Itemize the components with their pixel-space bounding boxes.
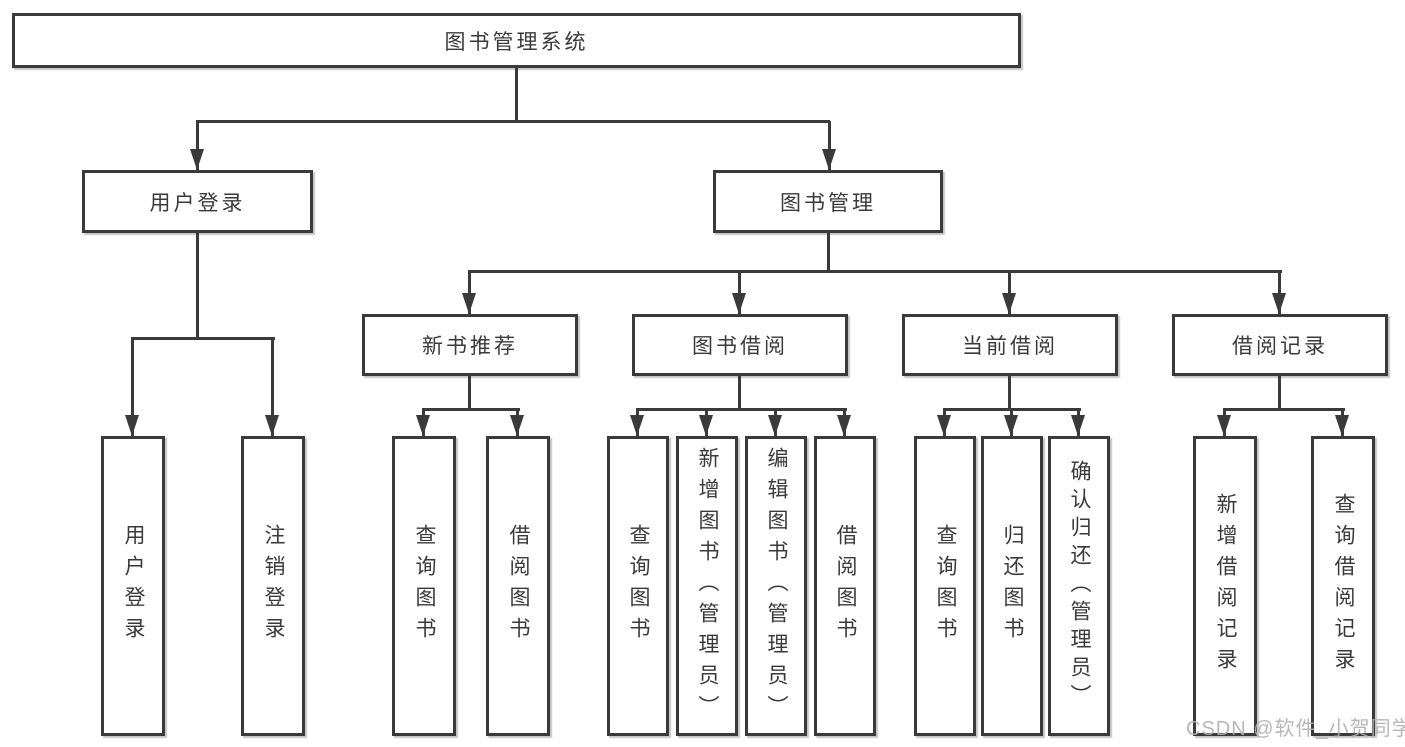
node-label: 新书推荐 (422, 335, 518, 358)
leaf-user-login: 用户登录 (101, 436, 165, 736)
connector-line (131, 337, 275, 340)
connector-line (827, 231, 830, 272)
node-label: 图书管理系统 (444, 30, 589, 54)
node-new-book-recommend: 新书推荐 (362, 314, 578, 376)
node-label: 新增借阅记录 (1214, 493, 1237, 679)
connector-arrow (125, 339, 139, 436)
connector-arrow (1272, 272, 1286, 314)
node-label: 注销登录 (262, 524, 285, 648)
node-label: 查询图书 (413, 524, 436, 648)
node-label: 新增图书（管理员） (696, 446, 719, 726)
node-book-management: 图书管理 (713, 170, 943, 233)
connector-line (196, 120, 830, 123)
connector-arrow (462, 272, 476, 314)
connector-line (196, 231, 199, 339)
leaf-edit-book-admin: 编辑图书（管理员） (745, 436, 807, 736)
connector-arrow (1335, 410, 1349, 436)
connector-arrow (190, 121, 204, 170)
node-label: 当前借阅 (962, 335, 1058, 358)
connector-arrow (416, 410, 430, 436)
node-label: 编辑图书（管理员） (765, 446, 788, 726)
node-label: 图书借阅 (692, 335, 788, 358)
node-library-system: 图书管理系统 (12, 13, 1021, 68)
node-label: 借阅图书 (507, 524, 530, 648)
node-label: 查询借阅记录 (1332, 493, 1355, 679)
leaf-logout: 注销登录 (241, 436, 305, 736)
leaf-return-book: 归还图书 (981, 436, 1043, 736)
connector-arrow (1217, 410, 1231, 436)
connector-arrow (1002, 272, 1016, 314)
connector-line (738, 374, 741, 410)
connector-line (515, 66, 518, 123)
leaf-add-book-admin: 新增图书（管理员） (676, 436, 738, 736)
node-label: 归还图书 (1001, 524, 1024, 648)
connector-arrow (837, 410, 851, 436)
node-book-borrowing: 图书借阅 (632, 314, 848, 376)
node-label: 查询图书 (934, 524, 957, 648)
connector-line (943, 408, 1081, 411)
connector-line (1278, 374, 1281, 410)
connector-line (636, 408, 847, 411)
connector-line (468, 270, 1282, 273)
leaf-query-books-current: 查询图书 (914, 436, 976, 736)
connector-line (1223, 408, 1345, 411)
leaf-borrow-books-recommend: 借阅图书 (486, 436, 550, 736)
leaf-query-borrow-record: 查询借阅记录 (1311, 436, 1375, 736)
node-label: 查询图书 (627, 524, 650, 648)
connector-arrow (768, 410, 782, 436)
leaf-borrow-books: 借阅图书 (814, 436, 876, 736)
node-label: 用户登录 (122, 524, 145, 648)
node-label: 图书管理 (780, 191, 876, 215)
connector-arrow (265, 339, 279, 436)
watermark: CSDN @软件_小贺同学 (1186, 718, 1405, 740)
connector-arrow (1071, 410, 1085, 436)
leaf-confirm-return-admin: 确认归还（管理员） (1048, 436, 1110, 736)
node-label: 借阅图书 (834, 524, 857, 648)
node-borrowing-records: 借阅记录 (1172, 314, 1388, 376)
connector-line (1008, 374, 1011, 410)
node-label: 确认归还（管理员） (1068, 460, 1091, 712)
leaf-query-books-recommend: 查询图书 (392, 436, 456, 736)
connector-arrow (630, 410, 644, 436)
node-label: 用户登录 (149, 191, 246, 215)
connector-arrow (699, 410, 713, 436)
connector-arrow (1004, 410, 1018, 436)
node-user-login: 用户登录 (82, 170, 313, 233)
leaf-add-borrow-record: 新增借阅记录 (1193, 436, 1257, 736)
connector-line (422, 408, 520, 411)
node-label: 借阅记录 (1232, 335, 1328, 358)
leaf-query-books-borrowing: 查询图书 (607, 436, 669, 736)
connector-arrow (822, 121, 836, 170)
connector-line (468, 374, 471, 410)
node-current-borrowing: 当前借阅 (902, 314, 1118, 376)
connector-arrow (732, 272, 746, 314)
connector-arrow (510, 410, 524, 436)
connector-arrow (937, 410, 951, 436)
